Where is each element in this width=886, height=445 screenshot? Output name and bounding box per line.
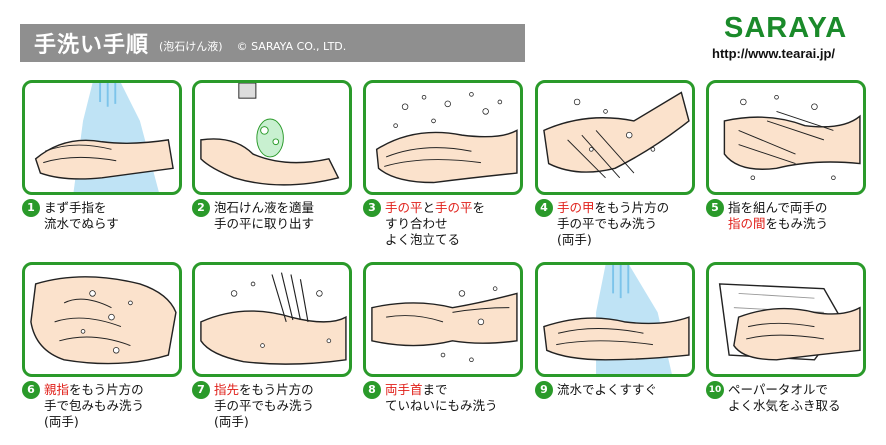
step-highlight: 手の平 — [385, 200, 423, 215]
step-text: をもう片方の — [239, 382, 314, 397]
step-number: 3 — [363, 199, 381, 217]
step-number: 7 — [192, 381, 210, 399]
step-number: 2 — [192, 199, 210, 217]
step-text: をもみ洗う — [765, 216, 829, 231]
step-text: ペーパータオルで — [728, 382, 828, 397]
step-10: 10 ペーパータオルで よく水気をふき取る — [706, 262, 866, 414]
step-highlight: 指の間 — [728, 216, 766, 231]
back-of-hand-icon — [535, 80, 695, 195]
rub-palms-icon — [363, 80, 523, 195]
step-5: 5 指を組んで両手の 指の間をもみ洗う — [706, 80, 866, 232]
wrist-wash-icon — [363, 262, 523, 377]
step-text: 手の平でもみ洗う — [214, 398, 315, 413]
step-text: まで — [422, 382, 448, 397]
step-number: 10 — [706, 381, 724, 399]
step-1: 1 まず手指を 流水でぬらす — [22, 80, 182, 232]
step-text: 流水でよくすすぐ — [557, 382, 658, 397]
step-3: 3 手の平と手の平を すり合わせ よく泡立てる — [363, 80, 523, 248]
step-text: 流水でぬらす — [44, 216, 119, 231]
interlace-fingers-icon — [706, 80, 866, 195]
step-text: (両手) — [557, 232, 592, 247]
website-link[interactable]: http://www.tearai.jp/ — [712, 46, 836, 61]
paper-towel-icon — [706, 262, 866, 377]
rinse-hands-icon — [22, 80, 182, 195]
step-text: まず手指を — [44, 200, 107, 215]
step-text: を — [472, 200, 486, 215]
step-highlight: 両手首 — [385, 382, 423, 397]
step-text: (両手) — [44, 414, 79, 429]
step-6: 6 親指をもう片方の 手で包みもみ洗う (両手) — [22, 262, 182, 430]
step-highlight: 親指 — [44, 382, 70, 397]
step-highlight: 手の平 — [435, 200, 473, 215]
copyright-text: © SARAYA CO., LTD. — [236, 39, 347, 53]
step-number: 1 — [22, 199, 40, 217]
step-text: 泡石けん液を適量 — [214, 200, 315, 215]
step-text: 指を組んで両手の — [728, 200, 828, 215]
step-9: 9 流水でよくすすぐ — [535, 262, 695, 399]
page-subtitle: (泡石けん液) — [159, 40, 223, 53]
step-highlight: 手の甲 — [557, 200, 595, 215]
step-number: 5 — [706, 199, 724, 217]
step-text: 手で包みもみ洗う — [44, 398, 145, 413]
step-text: よく水気をふき取る — [728, 398, 841, 413]
fingertip-wash-icon — [192, 262, 352, 377]
step-text: をもう片方の — [69, 382, 144, 397]
step-number: 4 — [535, 199, 553, 217]
step-text: よく泡立てる — [385, 232, 461, 247]
step-highlight: 指先 — [214, 382, 240, 397]
step-text: すり合わせ — [385, 216, 448, 231]
step-text: をもう片方の — [594, 200, 670, 215]
step-2: 2 泡石けん液を適量 手の平に取り出す — [192, 80, 352, 232]
header-bar: 手洗い手順 (泡石けん液) © SARAYA CO., LTD. — [20, 24, 525, 62]
step-number: 6 — [22, 381, 40, 399]
step-text: 手の平に取り出す — [214, 216, 315, 231]
step-text: ていねいにもみ洗う — [385, 398, 498, 413]
step-4: 4 手の甲をもう片方の 手の平でもみ洗う (両手) — [535, 80, 695, 248]
step-text: (両手) — [214, 414, 249, 429]
step-text: と — [422, 200, 436, 215]
thumb-wash-icon — [22, 262, 182, 377]
step-number: 8 — [363, 381, 381, 399]
soap-dispense-icon — [192, 80, 352, 195]
page-title: 手洗い手順 — [34, 33, 150, 58]
rinse-water-icon — [535, 262, 695, 377]
step-number: 9 — [535, 381, 553, 399]
saraya-logo: SARAYA — [724, 12, 848, 44]
step-text: 手の平でもみ洗う — [557, 216, 658, 231]
step-8: 8 両手首まで ていねいにもみ洗う — [363, 262, 523, 414]
step-7: 7 指先をもう片方の 手の平でもみ洗う (両手) — [192, 262, 352, 430]
